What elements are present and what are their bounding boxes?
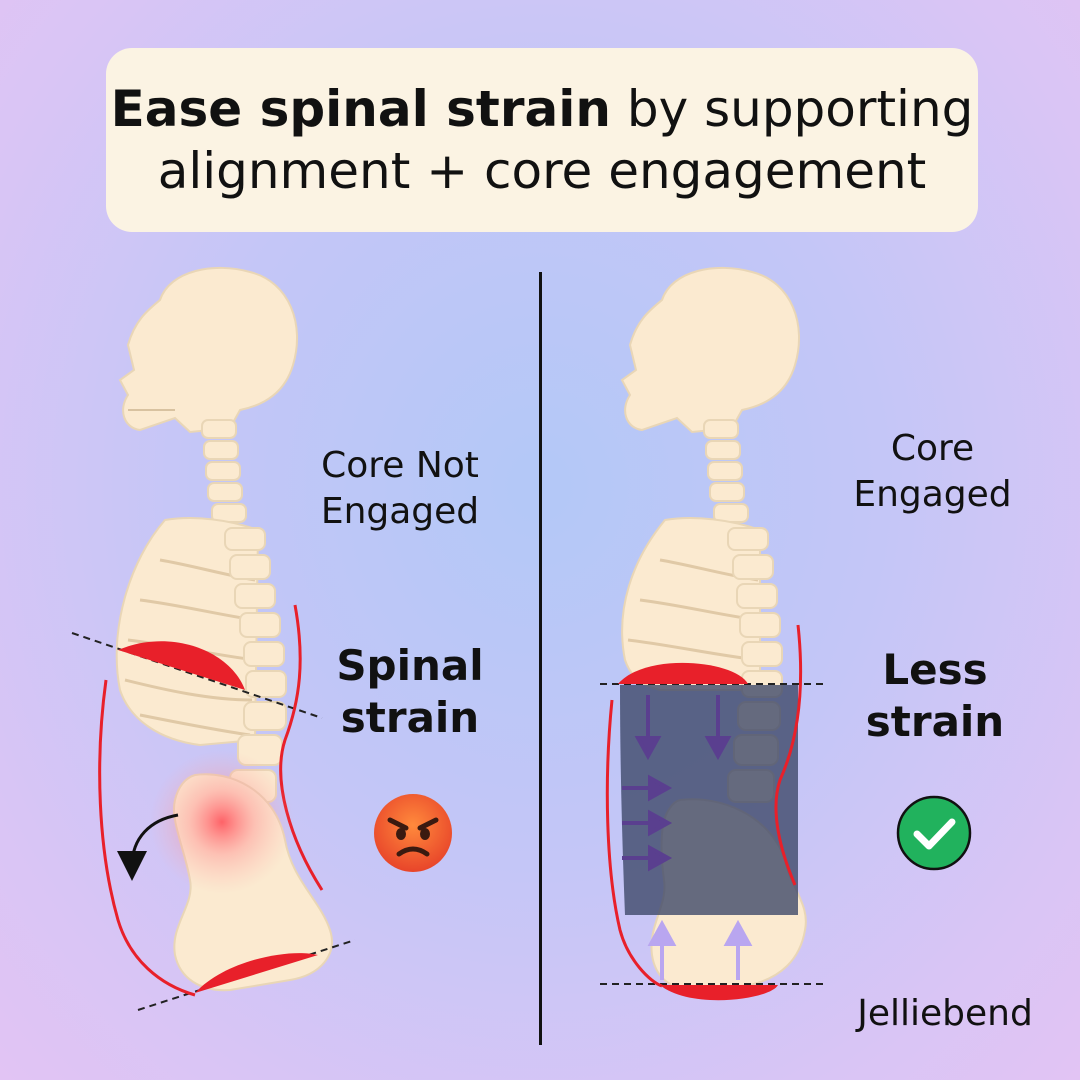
brace-side-arrows <box>622 774 673 872</box>
left-skull <box>118 266 298 434</box>
left-front-outline <box>98 679 196 997</box>
panel-divider <box>539 272 542 1045</box>
right-strain-label: Less strain <box>845 644 1025 748</box>
left-diaphragm <box>118 641 245 690</box>
right-skull <box>620 266 800 434</box>
left-strain-label: Spinal strain <box>320 640 500 744</box>
left-diaphragm-line <box>71 632 323 719</box>
brand-name: Jelliebend <box>857 993 1033 1034</box>
tilt-arrow <box>117 813 179 881</box>
right-back-outline <box>774 624 803 886</box>
right-front-outline <box>605 699 663 988</box>
right-pelvic-floor <box>660 985 778 1001</box>
check-circle-icon <box>896 795 972 871</box>
left-ribcage <box>115 517 260 747</box>
right-core-label-line1: Core <box>890 428 975 469</box>
title-rest: by supporting <box>610 80 974 138</box>
title-bold: Ease spinal strain <box>110 80 611 138</box>
angry-face-icon <box>374 794 452 872</box>
right-core-label: Core Engaged <box>830 426 1035 518</box>
left-core-label-line2: Engaged <box>320 491 480 532</box>
right-core-label-line2: Engaged <box>853 474 1012 515</box>
left-core-label: Core Not Engaged <box>300 443 500 535</box>
pain-glow <box>150 750 294 894</box>
left-core-label-line1: Core Not <box>321 445 479 486</box>
left-strain-line1: Spinal <box>336 641 484 690</box>
right-cervical-spine <box>703 419 749 523</box>
brace-down-arrows <box>634 695 732 761</box>
right-diaphragm <box>618 662 748 684</box>
right-strain-line2: strain <box>865 697 1005 746</box>
title-banner: Ease spinal strain by supporting alignme… <box>106 48 978 232</box>
left-strain-line2: strain <box>340 693 480 742</box>
title-line-1: Ease spinal strain by supporting <box>111 78 974 140</box>
title-line-2: alignment + core engagement <box>157 142 927 200</box>
right-strain-line1: Less <box>882 645 988 694</box>
left-skeleton <box>115 266 333 992</box>
left-back-outline <box>279 604 324 891</box>
pelvic-up-arrows <box>647 919 753 980</box>
left-cervical-spine <box>201 419 247 523</box>
left-pelvic-floor <box>195 953 318 993</box>
